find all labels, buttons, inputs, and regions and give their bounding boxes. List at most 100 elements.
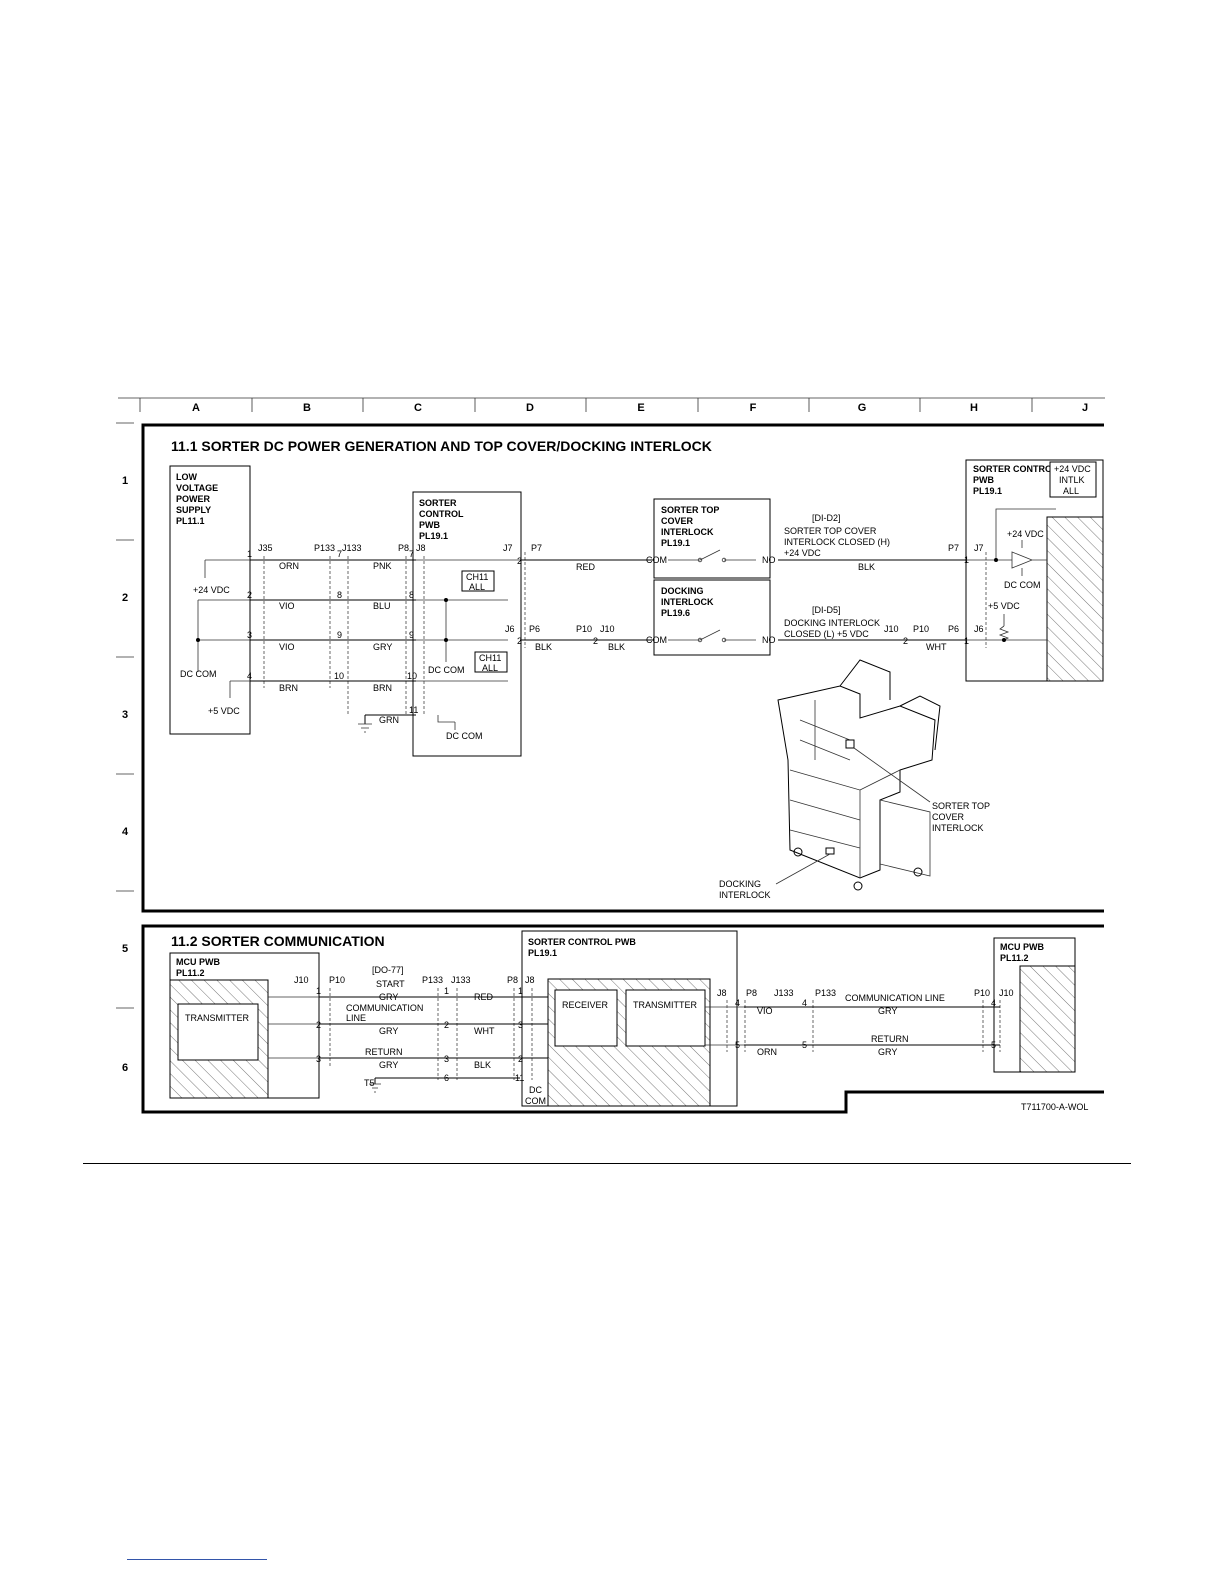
right-pwb-1: SORTER CONTROL [973, 464, 1058, 474]
comm-wire-t5 [374, 1077, 520, 1084]
dccom-mid-2: COM [525, 1096, 546, 1106]
pin-d-2a: 2 [517, 556, 522, 566]
scpwb-box [412, 491, 522, 757]
conn-j7-r: J7 [974, 543, 984, 553]
row-label-5: 5 [122, 943, 128, 955]
wire-vio-r: VIO [757, 1006, 773, 1016]
right-internal [966, 508, 1056, 641]
wire-blk-label-1: BLK [535, 642, 552, 652]
top-cover-3: INTERLOCK [661, 527, 714, 537]
pin-r-3: 3 [518, 1020, 523, 1030]
mcu-right-2: PL11.2 [1000, 953, 1029, 963]
sig-d5-3: CLOSED (L) +5 VDC [784, 629, 869, 639]
conn-p133: P133 [314, 543, 335, 553]
pin-r2-4b: 4 [802, 998, 807, 1008]
wire-gry-l2: GRY [379, 1026, 398, 1036]
wire-vio-1: VIO [279, 601, 295, 611]
pin-4: 4 [247, 671, 252, 681]
intlk-1: +24 VDC [1054, 464, 1091, 474]
wire-blk-label-2: BLK [608, 642, 625, 652]
pin-r-1: 1 [518, 986, 523, 996]
col-label-f: F [750, 402, 757, 414]
conn-j6-r: J6 [974, 624, 984, 634]
pin-1: 1 [247, 549, 252, 559]
intlk-box [1049, 461, 1097, 498]
section2-title: 11.2 SORTER COMMUNICATION [171, 933, 385, 949]
pin-l-3: 3 [316, 1054, 321, 1064]
callout-top-cover-2: COVER [932, 812, 965, 822]
mcu-right-1: MCU PWB [1000, 942, 1044, 952]
conn-p7: P7 [531, 543, 542, 553]
dccom-mid-1: DC [529, 1085, 542, 1095]
wire-gry-l3: GRY [379, 1060, 398, 1070]
sig-d2-4: +24 VDC [784, 548, 821, 558]
lvps-label-2: VOLTAGE [176, 483, 218, 493]
callout-top-cover-1: SORTER TOP [932, 801, 990, 811]
pin-9b: 9 [409, 630, 414, 640]
switch-icon-1 [668, 549, 756, 561]
t5-label: T5 [364, 1078, 375, 1088]
pin-7: 7 [337, 549, 342, 559]
right-pwb-3: PL19.1 [973, 486, 1002, 496]
pin-11: 11 [409, 705, 418, 715]
sig-d5-1: [DI-D5] [812, 605, 841, 615]
right-5vdc: +5 VDC [988, 601, 1020, 611]
wire-wht-label: WHT [926, 642, 947, 652]
scpwb-label-2: CONTROL [419, 509, 464, 519]
comm-line-1: COMMUNICATION [346, 1003, 423, 1013]
section1-frame [141, 423, 1104, 913]
ch11-box-1 [461, 570, 495, 592]
pin-r2-5b: 5 [802, 1040, 807, 1050]
switch-icon-2 [668, 629, 756, 641]
transmitter-left-box [177, 1003, 259, 1061]
scpwb-label-1: SORTER [419, 498, 457, 508]
lvps-dccom: DC COM [180, 669, 217, 679]
wire-blk-2: BLK [474, 1060, 491, 1070]
pin-m-3: 3 [444, 1054, 449, 1064]
row-label-6: 6 [122, 1062, 128, 1074]
wire-grn [364, 714, 416, 724]
wire-red-2: RED [474, 992, 494, 1002]
ch11-label-2: CH11 [479, 653, 501, 663]
pin-10: 10 [334, 671, 344, 681]
pin-l-2: 2 [316, 1020, 321, 1030]
receiver: RECEIVER [562, 1000, 609, 1010]
lvps-label-4: SUPPLY [176, 505, 211, 515]
docking-2: INTERLOCK [661, 597, 714, 607]
conn-j10: J10 [600, 624, 615, 634]
conn-j7: J7 [503, 543, 513, 553]
sig-d2-1: [DI-D2] [812, 513, 841, 523]
comm-line-r: COMMUNICATION LINE [845, 993, 945, 1003]
conn-j8: J8 [416, 543, 426, 553]
pin-m-2: 2 [444, 1020, 449, 1030]
conn-p10-l: P10 [329, 975, 345, 985]
right-24vdc: +24 VDC [1007, 529, 1044, 539]
wire-gry-r1: GRY [878, 1006, 897, 1016]
lvps-5vdc: +5 VDC [208, 706, 240, 716]
wire-red-label: RED [576, 562, 596, 572]
conn-p10-r2: P10 [974, 988, 990, 998]
docking-com: COM [646, 635, 667, 645]
wire-gry-l1: GRY [379, 992, 398, 1002]
col-label-e: E [637, 402, 644, 414]
docking-interlock-box [653, 579, 771, 656]
wire-brn-2: BRN [373, 683, 392, 693]
wire-orn: ORN [279, 561, 299, 571]
pin-2: 2 [247, 590, 252, 600]
right-pwb-2: PWB [973, 475, 994, 485]
scpwb-internal [416, 559, 520, 730]
scpwb-label-4: PL19.1 [419, 531, 448, 541]
pin-l-1: 1 [316, 986, 321, 996]
ground-icon [358, 723, 372, 733]
conn-j10-r: J10 [884, 624, 899, 634]
lvps-internal-wiring [197, 559, 250, 698]
ground-icon-t5 [369, 1083, 381, 1093]
scpwb2-1: SORTER CONTROL PWB [528, 937, 636, 947]
docking-1: DOCKING [661, 586, 704, 596]
section2: 11.2 SORTER COMMUNICATION MCU PWB PL11.2… [169, 930, 1088, 1112]
wire-vio-2: VIO [279, 642, 295, 652]
conn-p8-r: P8 [746, 988, 757, 998]
conn-j10-l: J10 [294, 975, 309, 985]
conn-j133-l: J133 [451, 975, 471, 985]
lvps-24vdc: +24 VDC [193, 585, 230, 595]
